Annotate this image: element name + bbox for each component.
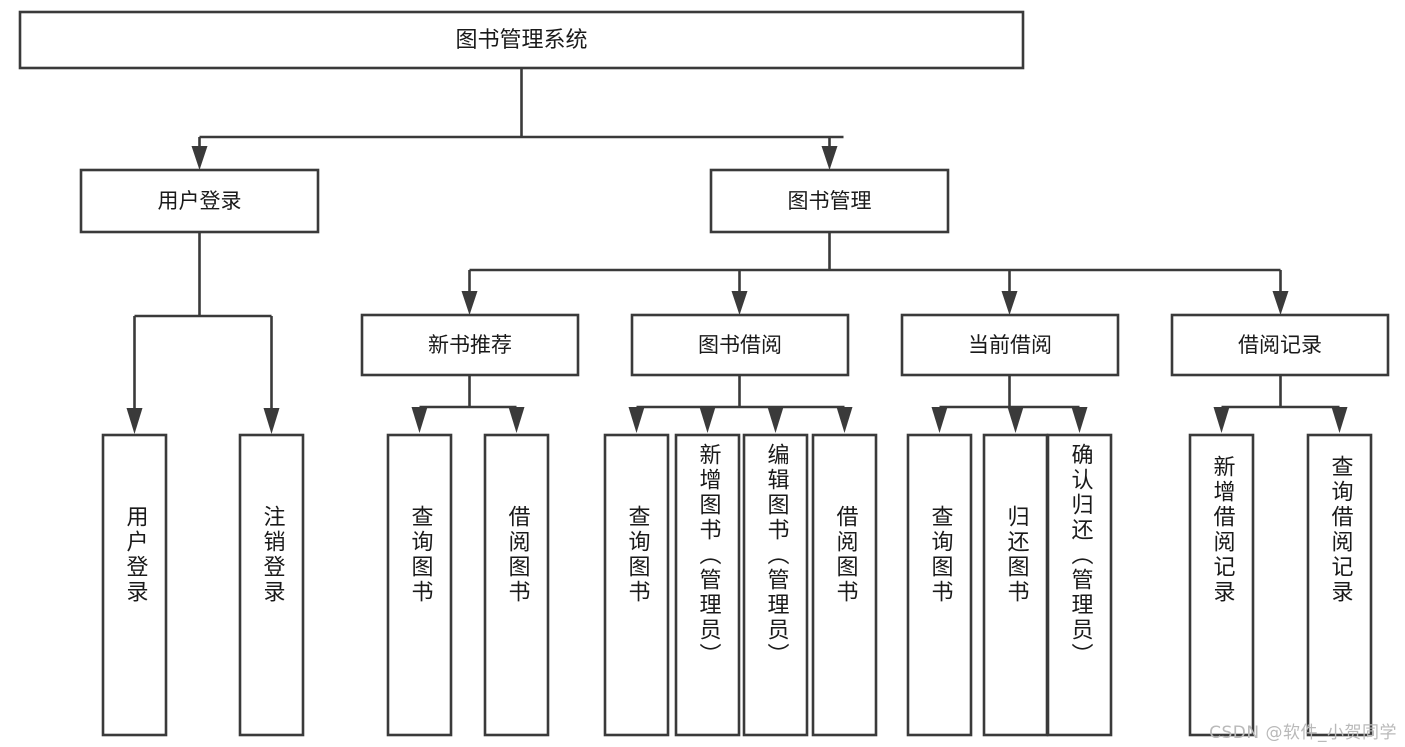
node-leaf-query-book-2-box[interactable] <box>603 433 670 737</box>
arrowhead-leaf-query-book-3 <box>931 407 948 433</box>
node-borrow-record-label: 借阅记录 <box>1238 333 1322 357</box>
node-book-borrow-label: 图书借阅 <box>698 333 782 357</box>
arrowhead-leaf-logout <box>263 408 280 434</box>
node-root-label: 图书管理系统 <box>455 28 587 53</box>
arrowhead-leaf-query-book-1 <box>411 407 428 433</box>
node-leaf-borrow-book-1-box[interactable] <box>483 433 550 737</box>
arrowhead-book-manage <box>821 146 838 170</box>
node-book-borrow-box[interactable] <box>630 313 850 377</box>
node-book-manage-box[interactable] <box>709 168 950 234</box>
node-leaf-query-borrow-record-box[interactable] <box>1306 433 1373 737</box>
arrowhead-current-borrow <box>1001 291 1018 315</box>
node-leaf-user-login-box[interactable] <box>101 433 168 737</box>
arrowhead-user-login <box>191 146 208 170</box>
arrowhead-leaf-query-borrow-record <box>1331 407 1348 433</box>
node-leaf-add-borrow-record-box[interactable] <box>1188 433 1255 737</box>
arrowhead-leaf-borrow-book-2 <box>836 407 853 433</box>
arrowhead-leaf-borrow-book-1 <box>508 407 525 433</box>
arrowhead-leaf-confirm-return <box>1071 407 1088 433</box>
node-book-manage-label: 图书管理 <box>788 189 872 213</box>
nodes-group: 图书管理系统 用户登录 图书管理 新书推荐 图书借阅 当前借阅 借阅记录 <box>18 10 1390 737</box>
node-new-book-recommend-label: 新书推荐 <box>428 333 512 357</box>
node-leaf-query-book-1-box[interactable] <box>386 433 453 737</box>
arrowhead-new-book-recommend <box>461 291 478 315</box>
arrowhead-leaf-add-borrow-record <box>1213 407 1230 433</box>
node-leaf-logout-box[interactable] <box>238 433 305 737</box>
arrowhead-leaf-return-book <box>1007 407 1024 433</box>
node-leaf-return-book-box[interactable] <box>982 433 1049 737</box>
arrowhead-leaf-add-book <box>699 407 716 433</box>
node-current-borrow-box[interactable] <box>900 313 1120 377</box>
node-user-login-label: 用户登录 <box>158 189 242 213</box>
node-leaf-borrow-book-2-box[interactable] <box>811 433 878 737</box>
node-leaf-edit-book-box[interactable] <box>742 433 809 737</box>
arrowhead-book-borrow <box>731 291 748 315</box>
connectors-group <box>126 68 1348 434</box>
csdn-watermark: CSDN @软件_小贺同学 <box>1209 723 1397 743</box>
node-root-box[interactable] <box>18 10 1025 70</box>
node-new-book-recommend-box[interactable] <box>360 313 580 377</box>
arrowhead-borrow-record <box>1272 291 1289 315</box>
arrowhead-leaf-query-book-2 <box>628 407 645 433</box>
node-user-login-box[interactable] <box>79 168 320 234</box>
node-leaf-add-book-box[interactable] <box>674 433 741 737</box>
node-current-borrow-label: 当前借阅 <box>968 333 1052 357</box>
arrowhead-leaf-user-login <box>126 408 143 434</box>
arrowhead-leaf-edit-book <box>767 407 784 433</box>
node-leaf-confirm-return-box[interactable] <box>1046 433 1113 737</box>
node-leaf-query-book-3-box[interactable] <box>906 433 973 737</box>
node-borrow-record-box[interactable] <box>1170 313 1390 377</box>
